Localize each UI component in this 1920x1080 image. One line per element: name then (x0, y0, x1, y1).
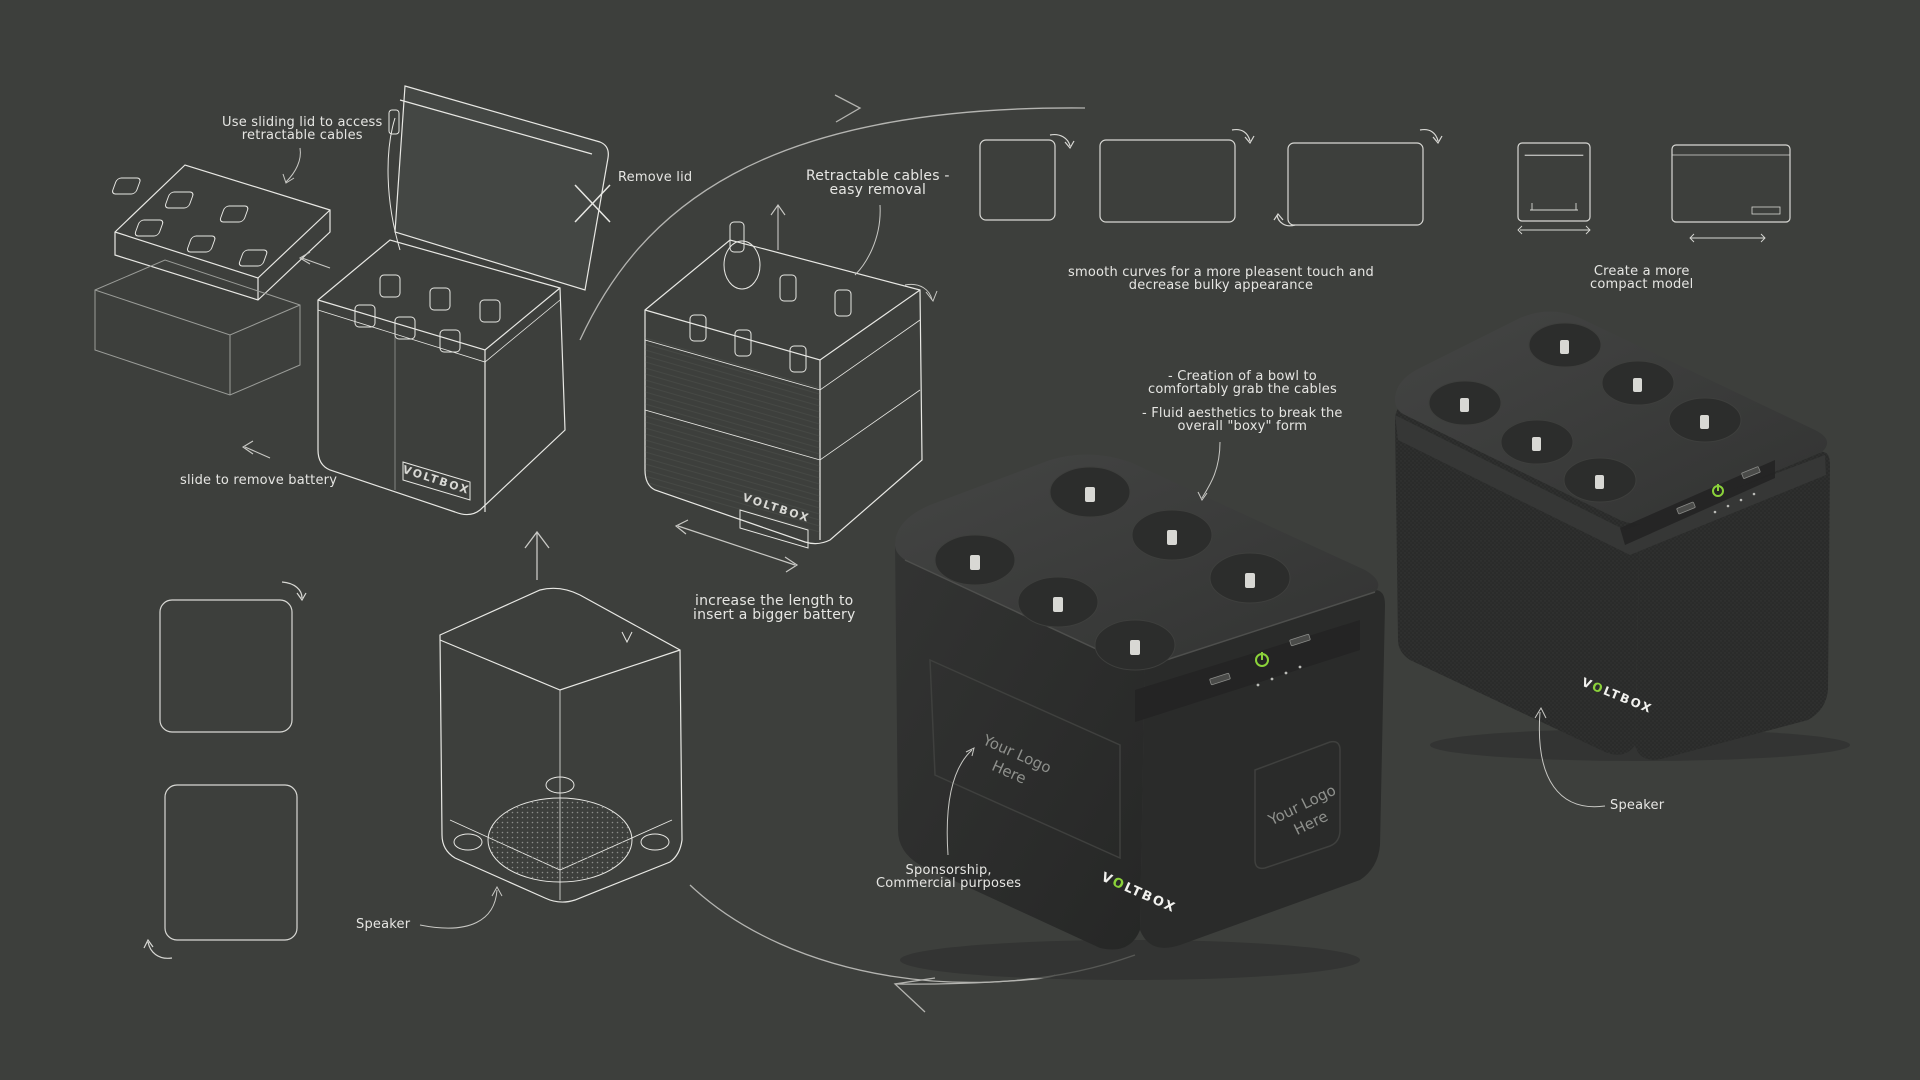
annotation-line: insert a bigger battery (693, 607, 856, 623)
annotation-line: Commercial purposes (876, 876, 1022, 891)
annotation-line: Use sliding lid to access (222, 115, 383, 130)
annotation-line: retractable cables (241, 128, 363, 143)
annotation-line: decrease bulky appearance (1128, 278, 1314, 293)
annotation-line: Speaker (356, 917, 411, 932)
annotation-line: smooth curves for a more pleasent touch … (1068, 265, 1374, 280)
annotation-speaker-left: Speaker (356, 918, 410, 931)
annotation-sponsorship: Sponsorship, Commercial purposes (876, 864, 1021, 890)
annotation-bowl: - Creation of a bowl to comfortably grab… (1148, 370, 1337, 396)
annotation-line: Remove lid (618, 170, 693, 185)
cables-leader (854, 204, 938, 302)
annotation-line: slide to remove battery (180, 473, 338, 488)
annotation-line: - Creation of a bowl to (1168, 369, 1317, 384)
speaker-leader-left (419, 885, 503, 929)
annotation-smooth-curves: smooth curves for a more pleasent touch … (1068, 266, 1374, 292)
bottom-view-sketch (439, 587, 683, 903)
annotation-line: Sponsorship, (905, 863, 992, 878)
annotation-fluid: - Fluid aesthetics to break the overall … (1142, 407, 1343, 433)
annotation-line: compact model (1590, 277, 1694, 292)
annotation-line: Create a more (1593, 264, 1690, 279)
remove-lid-cross-icon (574, 184, 611, 223)
bowl-leader (1197, 441, 1221, 501)
thumbnail-boxes-top (979, 128, 1791, 243)
annotation-line: - Fluid aesthetics to break the (1142, 406, 1343, 421)
annotation-line: comfortably grab the cables (1148, 382, 1337, 397)
thumbnail-boxes-left (143, 581, 307, 959)
sponsorship-leader (946, 747, 975, 856)
annotation-line: overall "boxy" form (1177, 419, 1308, 434)
speaker-leader-right (1534, 706, 1606, 808)
sliding-lid-sketch (112, 164, 331, 301)
annotation-retractable-cables: Retractable cables - easy removal (806, 169, 950, 197)
open-box-sketch (317, 85, 609, 516)
length-double-arrow (674, 519, 799, 573)
pull-up-arrow (770, 204, 786, 250)
battery-sketch (94, 259, 301, 396)
annotation-line: increase the length to (695, 593, 854, 609)
annotation-slide-battery: slide to remove battery (180, 474, 337, 487)
annotation-line: easy removal (829, 182, 927, 198)
charger-render-compact (1395, 311, 1850, 761)
annotation-compact-model: Create a more compact model (1590, 265, 1693, 291)
lid-leader (282, 147, 301, 184)
annotation-sliding-lid: Use sliding lid to access retractable ca… (222, 116, 383, 142)
annotation-line: Retractable cables - (806, 168, 950, 184)
retractable-box-sketch (644, 221, 923, 549)
flow-arc-top (579, 94, 1086, 341)
flow-arrow-up (524, 530, 550, 580)
slide-arrow (241, 251, 331, 459)
annotation-line: Speaker (1610, 798, 1665, 813)
annotation-remove-lid: Remove lid (618, 171, 692, 184)
annotation-speaker-right: Speaker (1610, 799, 1664, 812)
annotation-increase-length: increase the length to insert a bigger b… (693, 594, 855, 622)
charger-render-main (895, 454, 1385, 980)
